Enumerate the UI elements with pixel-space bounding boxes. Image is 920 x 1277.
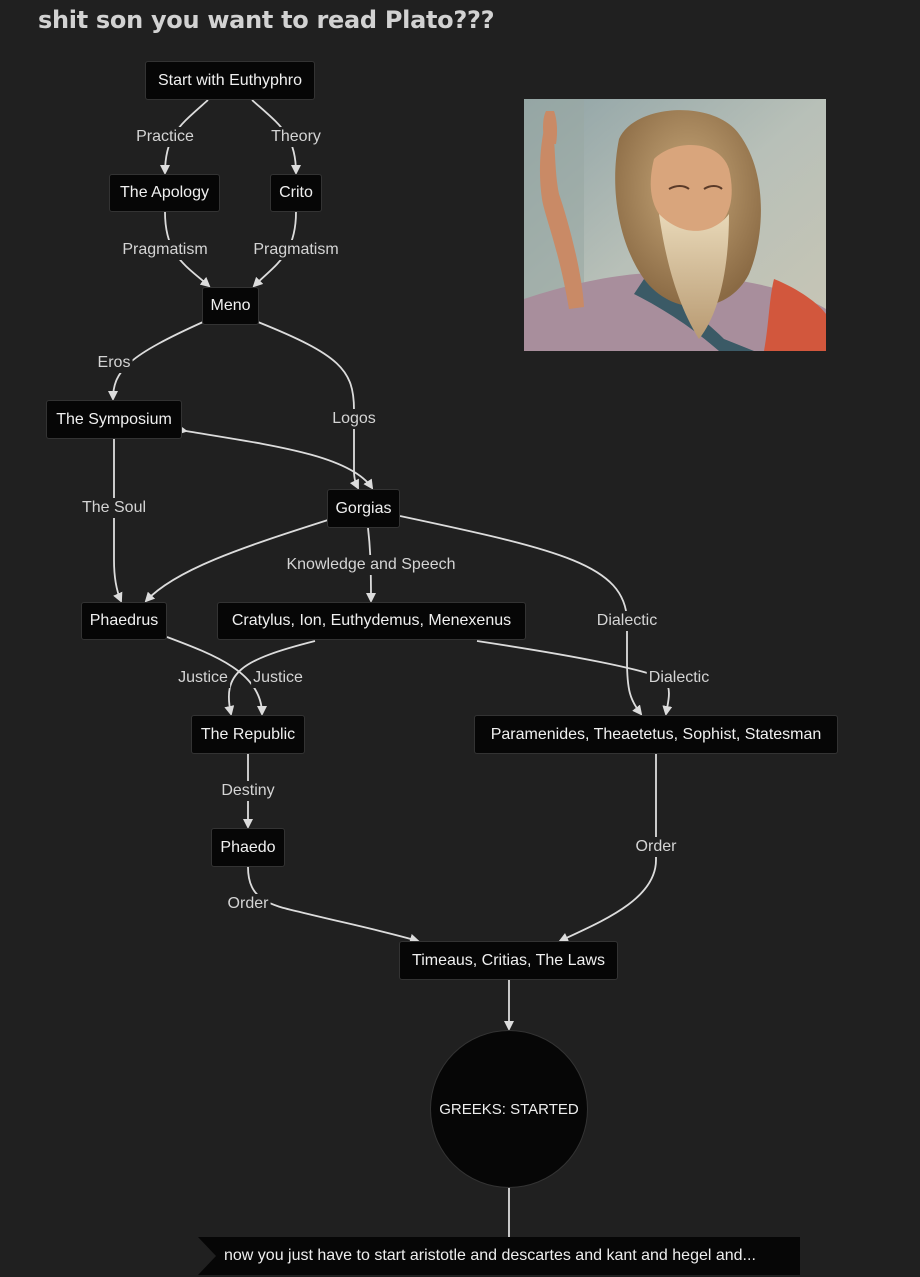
node-cratylus-group: Cratylus, Ion, Euthydemus, Menexenus: [217, 602, 526, 640]
node-euthyphro: Start with Euthyphro: [145, 61, 315, 100]
node-timeaus-group: Timeaus, Critias, The Laws: [399, 941, 618, 980]
edge-symposium-phaedrus: [113, 439, 123, 603]
edge-label-justice-left: Justice: [176, 668, 230, 688]
edge-meno-gorgias: [257, 321, 359, 490]
node-crito: Crito: [270, 174, 322, 212]
edge-cratylus-paramenides: [476, 640, 673, 716]
node-the-republic: The Republic: [191, 715, 305, 754]
edge-gorgias-phaedrus: [144, 519, 329, 603]
node-meno: Meno: [202, 287, 259, 325]
edge-label-logos: Logos: [330, 409, 378, 429]
edge-label-dialectic-upper: Dialectic: [594, 611, 660, 631]
edge-label-justice-right: Justice: [251, 668, 305, 688]
node-paramenides-group: Paramenides, Theaetetus, Sophist, States…: [474, 715, 838, 754]
edge-label-pragmatism-left: Pragmatism: [120, 240, 210, 260]
edge-label-destiny: Destiny: [219, 781, 277, 801]
edge-phaedo-timeaus: [247, 866, 420, 944]
page-title: shit son you want to read Plato???: [38, 6, 495, 34]
node-phaedo: Phaedo: [211, 828, 285, 867]
edge-label-the-soul: The Soul: [79, 498, 149, 518]
edge-phaedrus-republic: [166, 636, 267, 716]
edge-label-practice: Practice: [134, 127, 196, 147]
edge-label-order-right: Order: [633, 837, 679, 857]
node-phaedrus: Phaedrus: [81, 602, 167, 640]
edge-label-dialectic-lower: Dialectic: [646, 668, 712, 688]
edge-cratylus-republic: [224, 640, 316, 716]
edge-paramenides-timeaus: [558, 754, 657, 943]
edge-label-theory: Theory: [269, 127, 323, 147]
edge-label-eros: Eros: [95, 353, 133, 373]
node-gorgias: Gorgias: [327, 489, 400, 528]
node-greeks-started: GREEKS: STARTED: [430, 1030, 588, 1188]
edge-label-knowledge-and-speech: Knowledge and Speech: [284, 555, 458, 575]
plato-portrait-image: [524, 99, 826, 351]
node-the-symposium: The Symposium: [46, 400, 182, 439]
edge-label-order-left: Order: [225, 894, 271, 914]
node-the-apology: The Apology: [109, 174, 220, 212]
edge-symposium-gorgias: [177, 424, 374, 490]
final-note-flag: now you just have to start aristotle and…: [198, 1237, 800, 1275]
edge-label-pragmatism-right: Pragmatism: [251, 240, 341, 260]
edge-gorgias-paramenides: [399, 515, 643, 716]
